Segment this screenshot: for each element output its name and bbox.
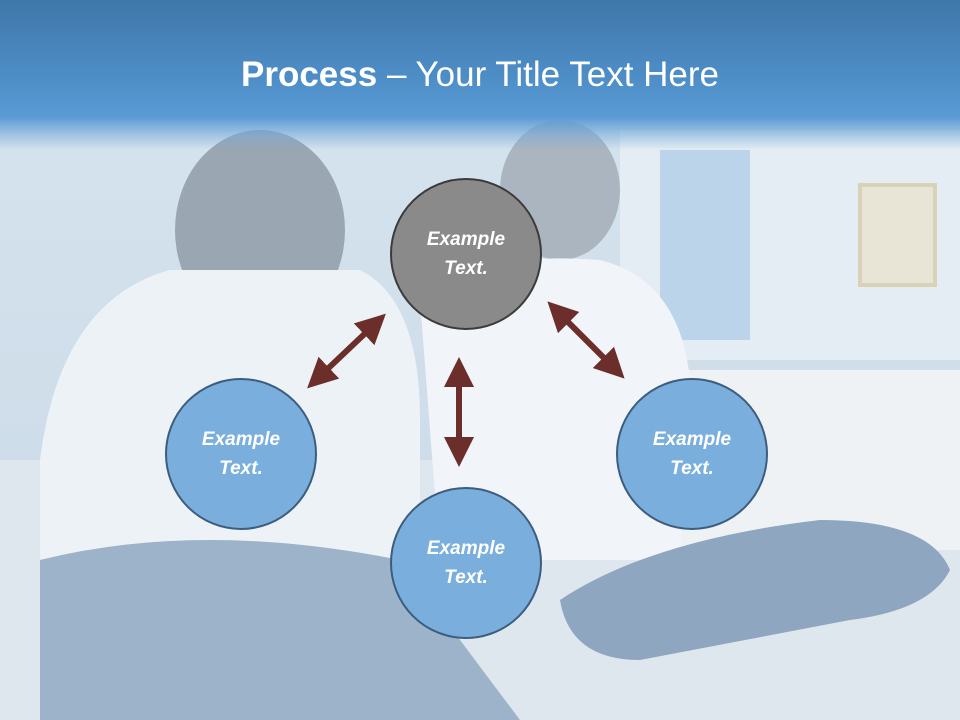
title-bold: Process: [241, 55, 378, 94]
title-dash: –: [377, 55, 416, 94]
process-node-bottom: Example Text.: [390, 487, 542, 639]
process-node-left: Example Text.: [165, 378, 317, 530]
arrow-left-diagonal: [307, 313, 386, 389]
title-text: Your Title Text Here: [415, 55, 720, 94]
process-node-top: Example Text.: [390, 178, 542, 330]
title-banner: [0, 0, 960, 150]
slide-title: Process – Your Title Text Here: [0, 52, 960, 98]
arrow-right-diagonal: [547, 301, 625, 379]
process-node-right: Example Text.: [616, 378, 768, 530]
